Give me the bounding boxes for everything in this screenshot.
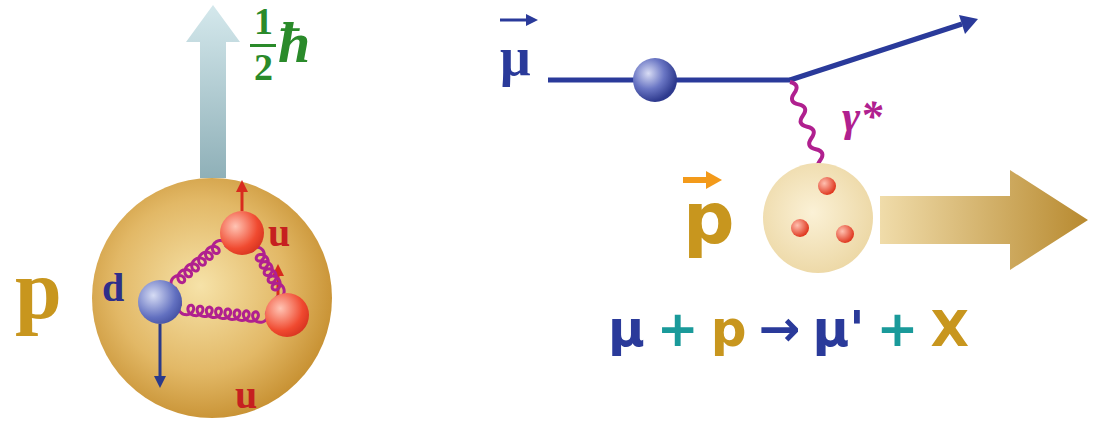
up-quark: u — [265, 293, 309, 337]
hbar-symbol: ħ — [278, 14, 310, 72]
reaction-term: p — [711, 304, 747, 354]
reaction-plus: + — [657, 304, 699, 354]
photon-line — [786, 80, 829, 173]
quark-spin — [241, 190, 244, 211]
reaction-plus: + — [877, 304, 919, 354]
target-proton — [763, 163, 873, 273]
gluon-line — [179, 304, 268, 322]
proton: pudu — [92, 178, 332, 418]
gluon-line — [252, 247, 284, 297]
reaction-arrow: → — [759, 304, 801, 354]
reaction-term: X — [930, 304, 969, 354]
gluon-line — [171, 241, 226, 289]
particle-label: u — [268, 213, 290, 253]
quark-dot — [818, 177, 836, 195]
down-quark: d — [138, 280, 182, 324]
vector-arrow-head — [526, 14, 538, 26]
reaction-term: μ' — [812, 304, 864, 354]
particle-label: u — [235, 375, 257, 415]
photon-label: γ* — [842, 95, 882, 139]
quark-spin-head — [236, 180, 248, 192]
fraction-bar — [250, 44, 276, 47]
quark-spin-head — [154, 376, 166, 388]
spin-arrow — [186, 5, 240, 178]
target-label: p — [683, 182, 735, 254]
fraction-denominator: 2 — [254, 48, 273, 86]
reaction-term: μ — [608, 304, 645, 354]
final-state-arrow — [880, 170, 1088, 270]
muon-arrow-head — [959, 15, 978, 34]
particle-label: p — [15, 248, 62, 332]
muon-label: μ — [500, 30, 531, 84]
quark-spin — [159, 324, 162, 378]
muon-ball — [633, 58, 677, 102]
quark-dot — [836, 225, 854, 243]
vector-arrow — [500, 19, 528, 22]
muon-line — [790, 24, 962, 80]
particle-label: d — [102, 268, 124, 308]
proton-body — [92, 178, 332, 418]
reaction-equation: μ+p→μ'+X — [608, 304, 969, 354]
up-quark: u — [220, 211, 264, 255]
fraction-numerator: 1 — [254, 2, 273, 40]
quark-dot — [791, 219, 809, 237]
